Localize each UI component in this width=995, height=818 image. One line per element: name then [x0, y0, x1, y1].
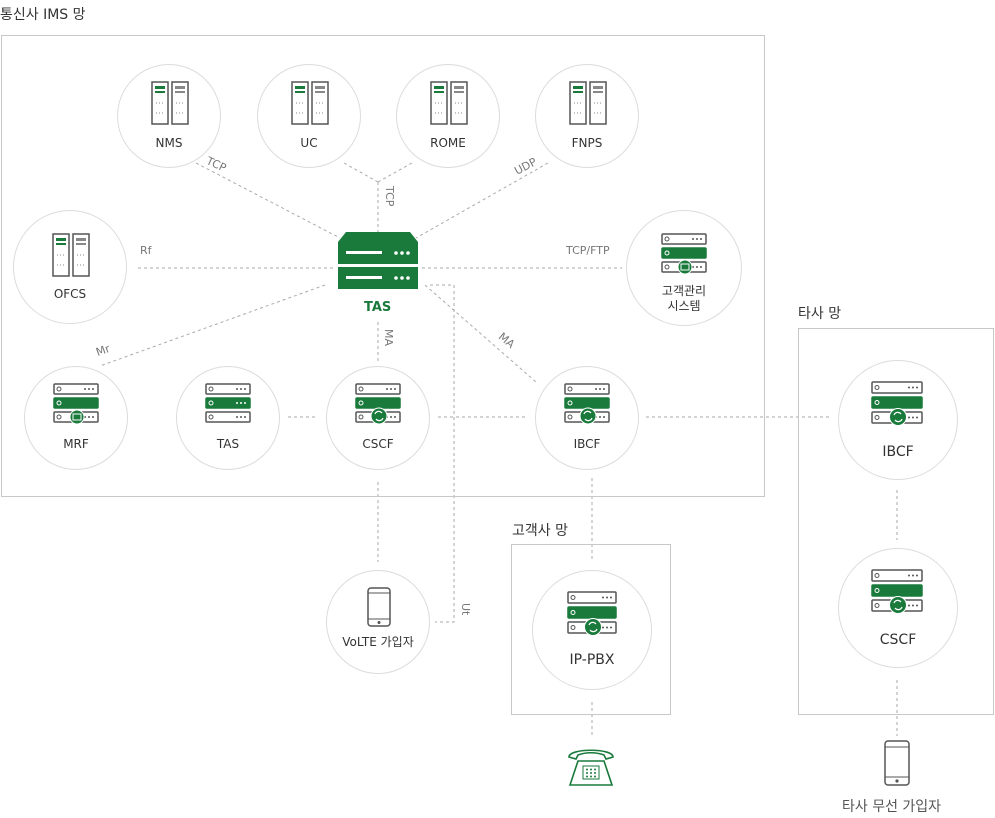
node-label: VoLTE 가입자: [342, 635, 414, 649]
node-label: OFCS: [53, 287, 87, 301]
rack-server-icon: [291, 81, 329, 125]
node-fnps[interactable]: FNPS: [535, 64, 639, 168]
node-ibcf[interactable]: IBCF: [535, 366, 639, 470]
node-volte-subscriber[interactable]: VoLTE 가입자: [326, 570, 430, 674]
node-label: CSCF: [362, 437, 394, 451]
server-stack-icon: [53, 383, 99, 425]
smartphone-icon: [367, 587, 391, 627]
node-label-line1: 고객관리: [661, 284, 707, 298]
customer-region-label: 고객사 망: [512, 523, 568, 539]
tas-center-label: TAS: [364, 300, 392, 315]
node-label: MRF: [63, 437, 89, 451]
node-other-ibcf[interactable]: IBCF: [838, 360, 958, 480]
node-nms[interactable]: NMS: [117, 64, 221, 168]
customer-region-box: [511, 544, 671, 715]
node-mrf[interactable]: MRF: [24, 366, 128, 470]
node-ip-pbx[interactable]: IP-PBX: [532, 570, 652, 690]
node-uc[interactable]: UC: [257, 64, 361, 168]
server-sync-icon: [871, 381, 923, 426]
node-label: IBCF: [573, 437, 601, 451]
server-stack-icon: [661, 233, 707, 275]
node-label: FNPS: [571, 136, 603, 150]
server-sync-icon: [355, 383, 401, 425]
node-customer-management[interactable]: 고객관리 시스템: [626, 210, 742, 326]
server-stack-icon: [205, 383, 251, 423]
node-label: IP-PBX: [569, 652, 615, 668]
edge-label-rf: Rf: [140, 244, 152, 257]
node-label-line2: 시스템: [667, 299, 701, 313]
ims-region-label: 통신사 IMS 망: [0, 7, 86, 23]
node-label: UC: [300, 136, 318, 150]
rack-server-icon: [430, 81, 468, 125]
node-label: TAS: [216, 437, 240, 451]
node-label: IBCF: [882, 444, 914, 460]
other-region-box: [798, 328, 994, 715]
edge-rome-tas: [377, 162, 413, 183]
node-tas[interactable]: TAS: [176, 366, 280, 470]
rack-server-icon: [151, 81, 189, 125]
other-region-label: 타사 망: [798, 306, 842, 322]
rack-server-icon: [569, 81, 607, 125]
desk-phone-icon[interactable]: [566, 745, 616, 787]
server-sync-icon: [564, 383, 610, 425]
node-rome[interactable]: ROME: [396, 64, 500, 168]
rack-server-icon: [52, 233, 90, 277]
edge-label-ma-1: MA: [382, 329, 395, 347]
node-other-cscf[interactable]: CSCF: [838, 548, 958, 668]
edge-label-ut: Ut: [459, 603, 472, 616]
smartphone-icon[interactable]: [884, 740, 910, 786]
edge-tas-ibcf: [424, 284, 537, 383]
edge-fnps-tas: [415, 162, 549, 239]
server-sync-icon: [871, 569, 923, 614]
server-sync-icon: [567, 591, 617, 636]
edge-ut: [430, 284, 455, 623]
tas-server-icon[interactable]: [338, 232, 418, 290]
edge-label-tcp-2: TCP: [383, 186, 396, 207]
node-cscf[interactable]: CSCF: [326, 366, 430, 470]
edge-label-tcpftp: TCP/FTP: [566, 244, 610, 257]
ims-region-box: [1, 35, 765, 497]
node-label: CSCF: [879, 632, 917, 648]
edge-uc-tas: [343, 162, 379, 183]
node-label: ROME: [430, 136, 466, 150]
wireless-subscriber-label: 타사 무선 가입자: [842, 799, 942, 815]
node-ofcs[interactable]: OFCS: [13, 210, 127, 324]
node-label: NMS: [155, 136, 183, 150]
edge-tas-mrf: [99, 284, 326, 367]
